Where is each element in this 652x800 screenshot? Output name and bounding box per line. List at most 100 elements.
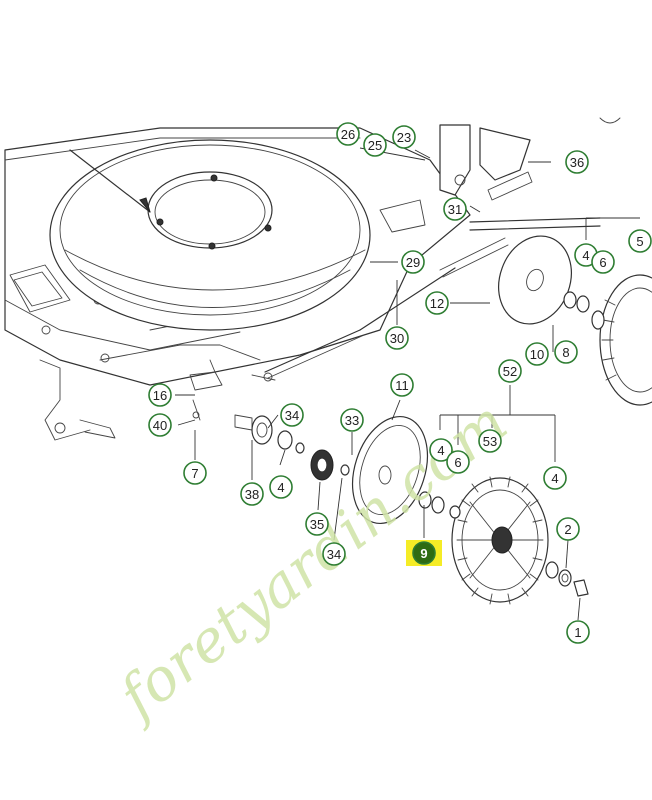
part-callout-29a: 29 bbox=[401, 250, 425, 274]
part-callout-9a: 9 bbox=[406, 540, 442, 566]
part-callout-35a: 35 bbox=[305, 512, 329, 536]
part-callout-33a: 33 bbox=[340, 408, 364, 432]
leader-lines bbox=[175, 147, 640, 621]
front-axle-assembly bbox=[189, 359, 350, 481]
part-callout-5a: 5 bbox=[628, 229, 652, 253]
callout-number: 4 bbox=[551, 471, 558, 486]
callout-number: 9 bbox=[420, 546, 427, 561]
part-callout-38a: 38 bbox=[240, 482, 264, 506]
callout-number: 6 bbox=[599, 255, 606, 270]
callout-number: 10 bbox=[530, 347, 544, 362]
callout-circle bbox=[148, 383, 172, 407]
callout-circle bbox=[392, 125, 416, 149]
callout-circle bbox=[390, 373, 414, 397]
callout-circle bbox=[628, 229, 652, 253]
callout-number: 8 bbox=[562, 345, 569, 360]
callout-number: 29 bbox=[406, 255, 420, 270]
callout-circle bbox=[554, 340, 578, 364]
front-wheel-cover bbox=[352, 415, 461, 525]
callout-number: 36 bbox=[570, 155, 584, 170]
callout-circle bbox=[148, 413, 172, 437]
part-callout-4d: 4 bbox=[269, 475, 293, 499]
callout-number: 5 bbox=[636, 234, 643, 249]
callout-circle bbox=[446, 450, 470, 474]
part-callout-7a: 7 bbox=[183, 461, 207, 485]
callout-number: 1 bbox=[574, 625, 581, 640]
part-callout-6a: 6 bbox=[591, 250, 615, 274]
part-callout-2a: 2 bbox=[556, 517, 580, 541]
callout-circle bbox=[543, 466, 567, 490]
rear-wheel-cover bbox=[498, 235, 590, 325]
callout-number: 30 bbox=[390, 331, 404, 346]
callout-circle bbox=[305, 512, 329, 536]
callout-circle bbox=[565, 150, 589, 174]
callout-number: 16 bbox=[153, 388, 167, 403]
callout-circle bbox=[401, 250, 425, 274]
callout-number: 4 bbox=[582, 248, 589, 263]
callout-circle bbox=[425, 291, 449, 315]
part-callout-31a: 31 bbox=[443, 197, 467, 221]
part-callout-26a: 26 bbox=[336, 122, 360, 146]
callout-number: 38 bbox=[245, 487, 259, 502]
part-callout-40a: 40 bbox=[148, 413, 172, 437]
callout-circle bbox=[340, 408, 364, 432]
callout-circle bbox=[498, 359, 522, 383]
part-callout-12a: 12 bbox=[425, 291, 449, 315]
callout-circle bbox=[385, 326, 409, 350]
deck-dome bbox=[49, 139, 426, 331]
callout-circle bbox=[363, 133, 387, 157]
callout-number: 25 bbox=[368, 138, 382, 153]
part-callout-16a: 16 bbox=[148, 383, 172, 407]
part-callout-23a: 23 bbox=[392, 125, 416, 149]
callout-number: 6 bbox=[454, 455, 461, 470]
callout-circle bbox=[478, 429, 502, 453]
callout-circle bbox=[336, 122, 360, 146]
callout-number: 23 bbox=[397, 130, 411, 145]
part-callout-10a: 10 bbox=[525, 342, 549, 366]
callout-number: 7 bbox=[191, 466, 198, 481]
handle-bracket bbox=[439, 117, 621, 201]
rear-wheel bbox=[591, 274, 652, 406]
callout-number: 12 bbox=[430, 296, 444, 311]
rear-axle bbox=[264, 217, 601, 379]
callout-number: 34 bbox=[285, 408, 299, 423]
callout-circle bbox=[412, 541, 436, 565]
part-callout-8a: 8 bbox=[554, 340, 578, 364]
callout-number: 26 bbox=[341, 127, 355, 142]
callout-number: 11 bbox=[395, 378, 409, 393]
callout-number: 53 bbox=[483, 434, 497, 449]
part-callout-52a: 52 bbox=[498, 359, 522, 383]
callout-number: 40 bbox=[153, 418, 167, 433]
callout-circle bbox=[240, 482, 264, 506]
part-callout-30a: 30 bbox=[385, 326, 409, 350]
front-wheel bbox=[451, 476, 589, 605]
callout-number: 2 bbox=[564, 522, 571, 537]
callout-circle bbox=[525, 342, 549, 366]
part-callout-34b: 34 bbox=[322, 542, 346, 566]
callout-circle bbox=[280, 403, 304, 427]
part-callout-36a: 36 bbox=[565, 150, 589, 174]
callout-circle bbox=[322, 542, 346, 566]
callout-number: 4 bbox=[277, 480, 284, 495]
callout-number: 33 bbox=[345, 413, 359, 428]
callout-circle bbox=[566, 620, 590, 644]
callout-number: 35 bbox=[310, 517, 324, 532]
part-callout-11a: 11 bbox=[390, 373, 414, 397]
callout-circle bbox=[591, 250, 615, 274]
callout-number: 31 bbox=[448, 202, 462, 217]
callout-number: 34 bbox=[327, 547, 341, 562]
part-callout-4b: 4 bbox=[429, 438, 453, 462]
callout-number: 4 bbox=[437, 443, 444, 458]
part-callout-25a: 25 bbox=[363, 133, 387, 157]
part-callout-6b: 6 bbox=[446, 450, 470, 474]
callout-circle bbox=[183, 461, 207, 485]
part-callout-1a: 1 bbox=[566, 620, 590, 644]
callout-circle bbox=[443, 197, 467, 221]
callout-circle bbox=[429, 438, 453, 462]
callout-circle bbox=[556, 517, 580, 541]
callout-circle bbox=[269, 475, 293, 499]
part-callout-53a: 53 bbox=[478, 429, 502, 453]
